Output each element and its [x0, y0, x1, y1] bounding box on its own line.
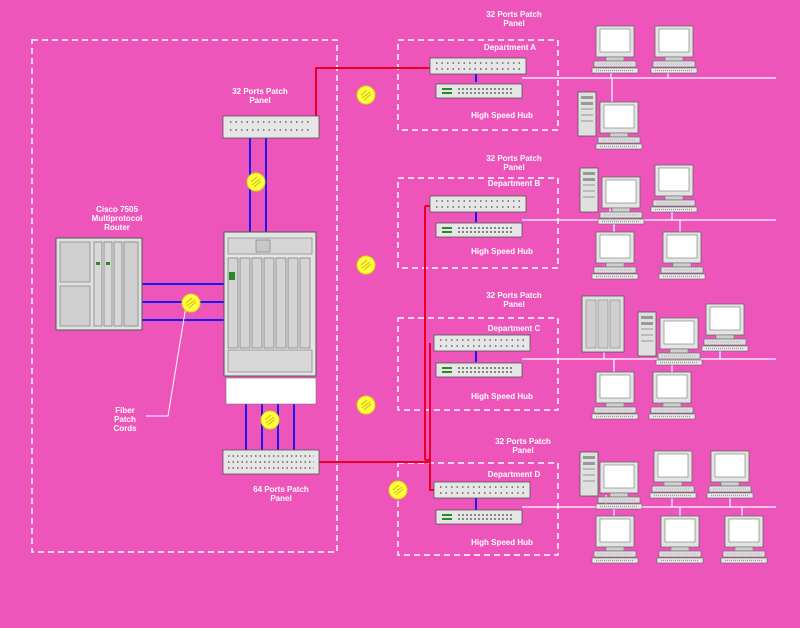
workstation-icon [658, 231, 706, 280]
cisco-router-chassis [55, 237, 143, 331]
workstation-icon [591, 515, 639, 564]
cable-junction [356, 395, 376, 415]
workstation-icon [650, 164, 698, 213]
department-a-boundary [397, 39, 559, 131]
core-bottom-panel-label: 64 Ports Patch Panel [253, 485, 309, 503]
copper-cabling [315, 67, 436, 491]
department-d-panel-label: 32 Ports Patch Panel [495, 437, 551, 455]
department-c-panel-label: 32 Ports Patch Panel [486, 291, 542, 309]
department-d-patch-panel [433, 481, 531, 499]
department-b-hub [435, 222, 523, 238]
tower-pc-icon [579, 167, 599, 213]
workstation-icon [650, 25, 698, 74]
workstation-icon [720, 515, 768, 564]
fiber-patch-cords-label: Fiber Patch Cords [113, 406, 137, 433]
department-d-hub [435, 509, 523, 525]
workstation-icon [706, 450, 754, 499]
workstation-icon [595, 461, 643, 510]
department-b-patch-panel [429, 195, 527, 213]
workstation-icon [648, 371, 696, 420]
core-switch-chassis [223, 231, 317, 405]
workstation-icon [655, 317, 703, 366]
fiber-junction [181, 293, 201, 313]
department-a-name: Department A [483, 43, 537, 52]
workstation-icon [701, 303, 749, 352]
department-a-hub [435, 83, 523, 99]
router-label: Cisco 7505 Multiprotocol Router [91, 205, 143, 232]
core-patch-panel-32 [222, 115, 320, 139]
cable-junction [356, 85, 376, 105]
lan-segments [522, 68, 776, 516]
tower-pc-icon [579, 451, 599, 497]
department-a-panel-label: 32 Ports Patch Panel [486, 10, 542, 28]
department-c-patch-panel [433, 334, 531, 352]
department-d-hub-label: High Speed Hub [471, 538, 533, 547]
workstation-icon [656, 515, 704, 564]
department-d-boundary [397, 462, 559, 556]
cable-junction [388, 480, 408, 500]
workstation-icon [591, 231, 639, 280]
department-b-panel-label: 32 Ports Patch Panel [486, 154, 542, 172]
cable-junction [356, 255, 376, 275]
department-d-name: Department D [487, 470, 541, 479]
workstation-icon [597, 176, 645, 225]
fiber-cabling [140, 74, 477, 510]
department-c-boundary [397, 317, 559, 411]
department-c-name: Department C [487, 324, 541, 333]
tower-pc-icon [577, 91, 597, 137]
tower-pc-icon [637, 311, 657, 357]
workstation-icon [595, 101, 643, 150]
workstation-icon [649, 450, 697, 499]
server-rack-icon [581, 295, 625, 353]
fiber-label-pointer [146, 305, 187, 417]
core-boundary [31, 39, 338, 553]
fiber-junction [246, 172, 266, 192]
department-c-hub [435, 362, 523, 378]
fiber-junction [260, 410, 280, 430]
core-patch-panel-64 [222, 449, 320, 475]
department-a-patch-panel [429, 57, 527, 75]
department-b-hub-label: High Speed Hub [471, 247, 533, 256]
department-b-boundary [397, 177, 559, 269]
department-a-hub-label: High Speed Hub [471, 111, 533, 120]
core-top-panel-label: 32 Ports Patch Panel [232, 87, 288, 105]
department-c-hub-label: High Speed Hub [471, 392, 533, 401]
workstation-icon [591, 371, 639, 420]
department-b-name: Department B [487, 179, 541, 188]
workstation-icon [591, 25, 639, 74]
